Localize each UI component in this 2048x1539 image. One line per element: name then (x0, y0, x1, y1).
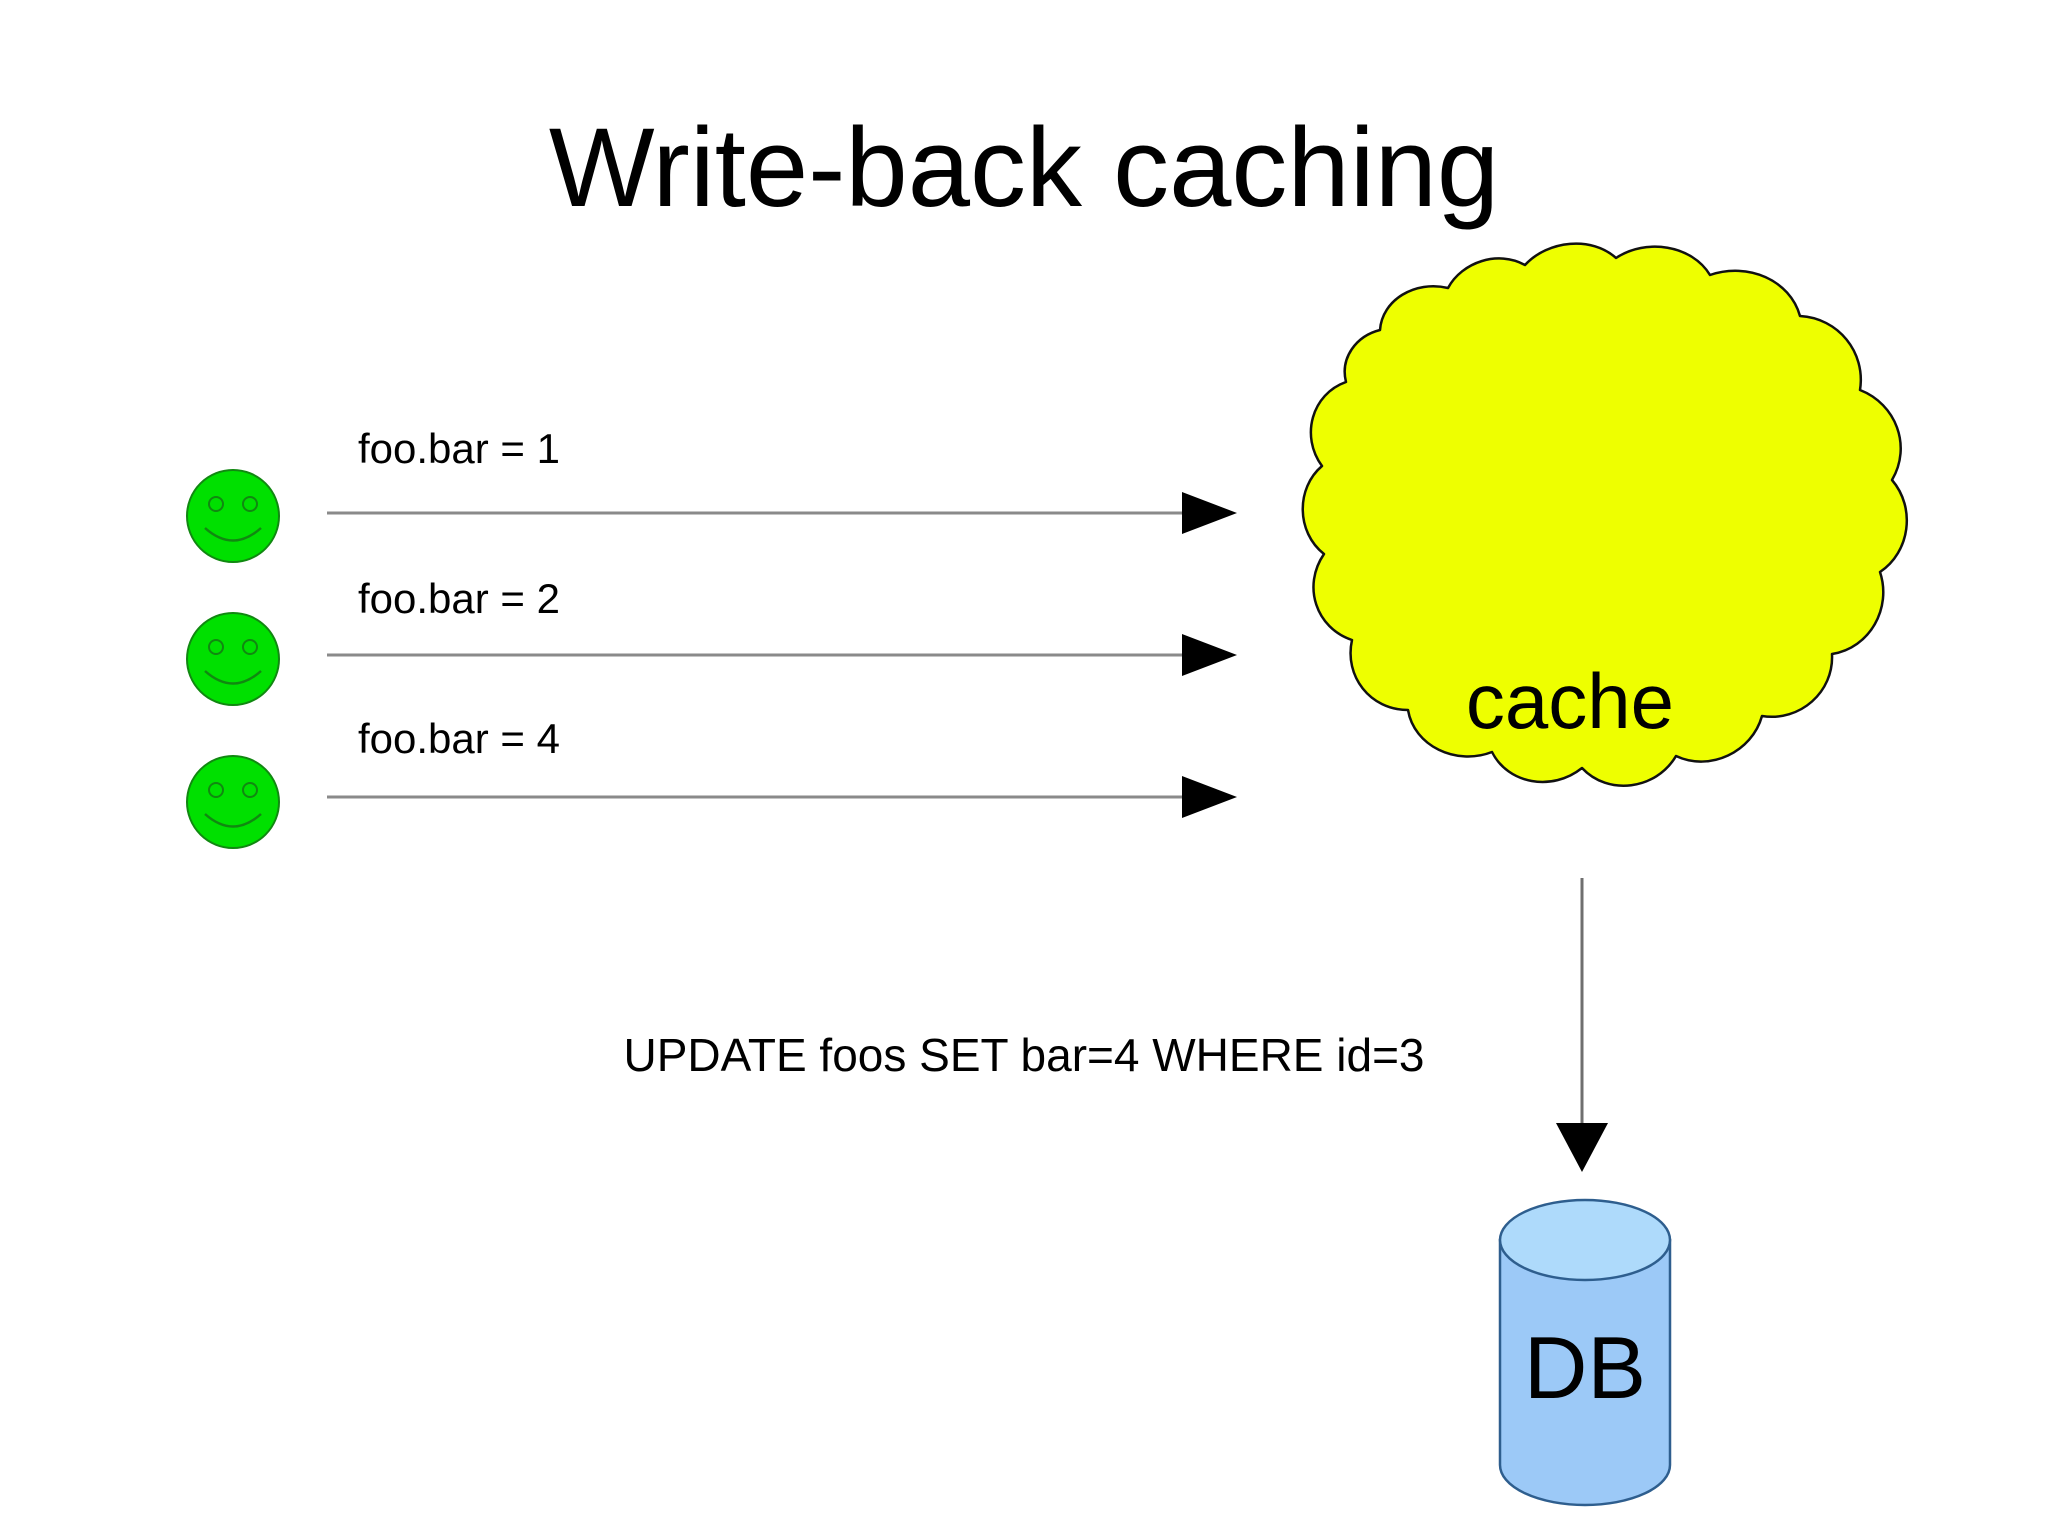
client-3-smiley-icon[interactable] (186, 755, 280, 849)
write-arrow-3[interactable] (327, 776, 1237, 818)
database-cylinder-shape[interactable] (1498, 1198, 1672, 1507)
cache-label: cache (1465, 657, 1675, 745)
flush-arrow-label: UPDATE foos SET bar=4 WHERE id=3 (623, 1029, 1425, 1081)
write-arrow-3-label: foo.bar = 4 (358, 715, 560, 762)
client-2-smiley-icon[interactable] (186, 612, 280, 706)
flush-arrow[interactable] (1556, 878, 1608, 1172)
write-arrow-1[interactable] (327, 492, 1237, 534)
cache-cloud-shape[interactable] (1301, 242, 1908, 787)
client-1-smiley-icon[interactable] (186, 469, 280, 563)
page-title: Write-back caching (548, 105, 1500, 230)
write-arrow-2[interactable] (327, 634, 1237, 676)
write-arrow-2-label: foo.bar = 2 (358, 575, 560, 622)
write-arrow-1-label: foo.bar = 1 (358, 425, 560, 472)
database-label: DB (1523, 1318, 1647, 1417)
